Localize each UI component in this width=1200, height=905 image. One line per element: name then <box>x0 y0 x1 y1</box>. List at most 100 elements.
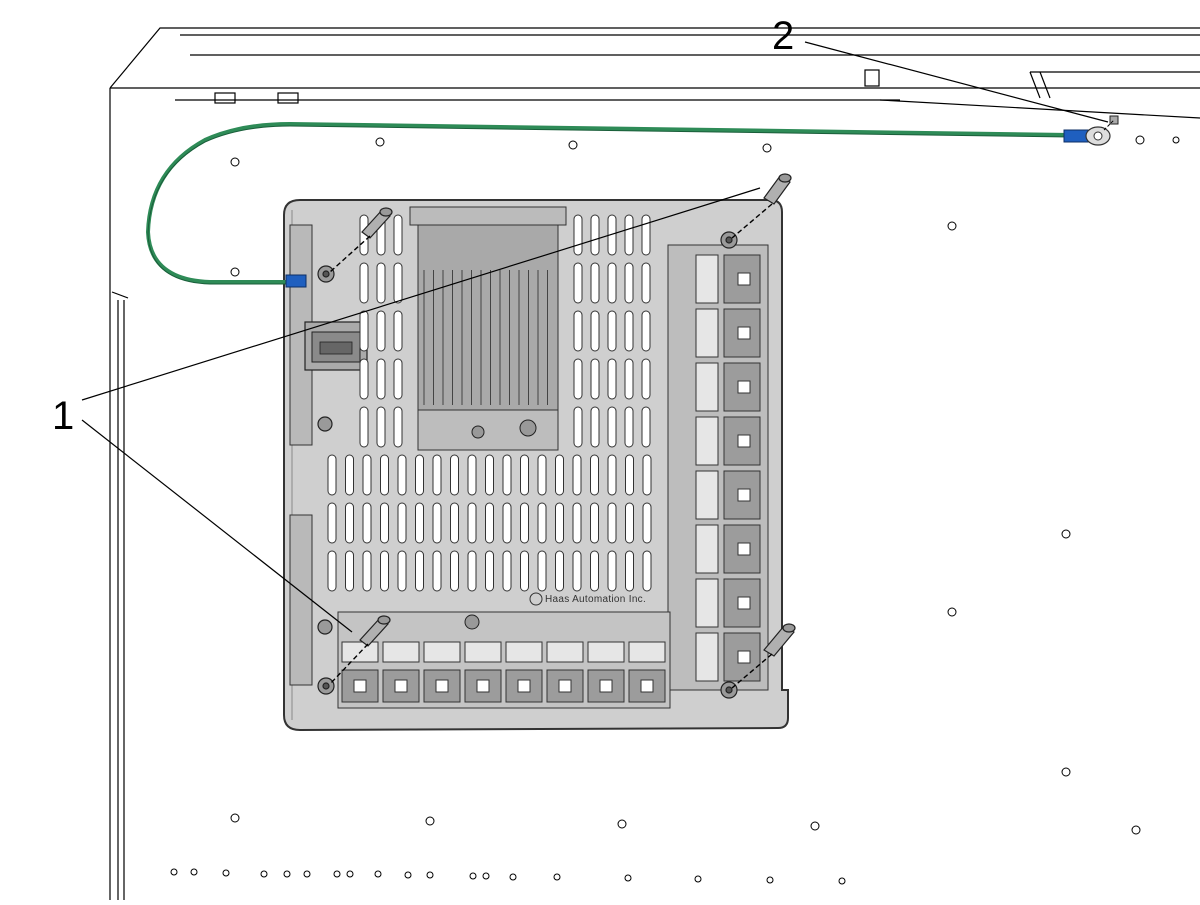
vent-slot <box>415 502 424 544</box>
vent-slot <box>607 454 617 496</box>
callout-1: 1 <box>52 394 75 438</box>
vent-slot <box>397 502 407 544</box>
vent-slot <box>467 454 477 496</box>
cabinet-top-rail <box>109 27 1200 119</box>
vent-slot <box>590 310 600 352</box>
vent-slot <box>555 502 564 544</box>
vent-slot <box>641 214 651 256</box>
vent-slot <box>362 454 372 496</box>
vent-slot <box>572 550 582 592</box>
vent-slot <box>642 502 652 544</box>
standoff-top-left <box>361 209 391 239</box>
vent-slot <box>502 550 512 592</box>
brand-text: Haas Automation Inc. <box>545 594 647 605</box>
vent-slot <box>590 358 600 400</box>
vent-slot <box>393 262 403 304</box>
connector-latch <box>737 650 751 664</box>
vent-slot <box>607 502 617 544</box>
connector-housing <box>723 254 761 304</box>
vent-slot <box>485 454 494 496</box>
vent-slot <box>380 502 389 544</box>
vent-slot <box>359 358 369 400</box>
vent-slot <box>376 358 386 400</box>
vent-slot <box>590 454 599 496</box>
vent-slot <box>625 454 634 496</box>
connector-latch <box>558 679 572 693</box>
vent-slot <box>590 214 600 256</box>
vent-slot <box>607 550 617 592</box>
standoffs <box>359 173 796 657</box>
vent-slot <box>450 454 459 496</box>
standoff-bottom-left <box>359 617 389 647</box>
ground-screw <box>1103 115 1119 131</box>
circuit-board <box>283 199 789 732</box>
leader-lines <box>81 41 1109 633</box>
vent-slot <box>624 310 634 352</box>
connector-latch <box>737 434 751 448</box>
vent-slot <box>641 358 651 400</box>
vent-slot <box>397 550 407 592</box>
vent-slot <box>624 406 634 448</box>
vent-slot <box>641 406 651 448</box>
connector-latch <box>353 679 367 693</box>
vent-slot <box>362 502 372 544</box>
install-lines <box>329 203 773 689</box>
connector-icon <box>546 641 584 663</box>
vent-slot <box>572 502 582 544</box>
vent-slot <box>467 502 477 544</box>
vent-slot <box>327 502 337 544</box>
vent-slot <box>362 550 372 592</box>
vent-slot <box>641 262 651 304</box>
connector-icon <box>505 641 543 663</box>
vent-slot <box>573 310 583 352</box>
connector-icon <box>464 641 502 663</box>
ethernet-port <box>304 321 368 371</box>
vent-slot <box>376 262 386 304</box>
ground-wire <box>145 115 1119 288</box>
vent-slots <box>327 214 652 592</box>
vent-slot <box>607 310 617 352</box>
vent-slot <box>376 406 386 448</box>
vent-slot <box>432 454 442 496</box>
vent-slot <box>376 310 386 352</box>
vent-slot <box>537 454 547 496</box>
vent-slot <box>572 454 582 496</box>
mounting-screws <box>317 231 738 699</box>
connector-latch <box>435 679 449 693</box>
wire-terminal-left <box>285 274 307 288</box>
vent-slot <box>485 502 494 544</box>
connector-icon <box>423 641 461 663</box>
vent-slot <box>573 262 583 304</box>
connector-icon <box>695 524 719 574</box>
connector-icon <box>382 641 420 663</box>
vent-slot <box>573 214 583 256</box>
vent-slot <box>359 262 369 304</box>
connector-icon <box>628 641 666 663</box>
vent-slot <box>642 454 652 496</box>
vent-slot <box>432 550 442 592</box>
heatsink <box>409 206 567 451</box>
vent-slot <box>555 454 564 496</box>
vent-slot <box>397 454 407 496</box>
connector-latch <box>737 272 751 286</box>
vent-slot <box>590 406 600 448</box>
connector-latch <box>737 488 751 502</box>
vent-slot <box>624 262 634 304</box>
vent-slot <box>607 262 617 304</box>
vent-slot <box>642 550 652 592</box>
standoff-top-right <box>763 175 791 205</box>
connector-icon <box>695 254 719 304</box>
connector-icon <box>587 641 625 663</box>
connector-latch <box>737 380 751 394</box>
connector-latch <box>640 679 654 693</box>
connector-icon <box>695 362 719 412</box>
connector-latch <box>737 326 751 340</box>
vent-slot <box>393 406 403 448</box>
board-plate <box>283 199 789 732</box>
vent-slot <box>467 550 477 592</box>
vent-slot <box>590 502 599 544</box>
ring-terminal-icon <box>1063 129 1089 143</box>
vent-slot <box>520 550 529 592</box>
vent-slot <box>432 502 442 544</box>
